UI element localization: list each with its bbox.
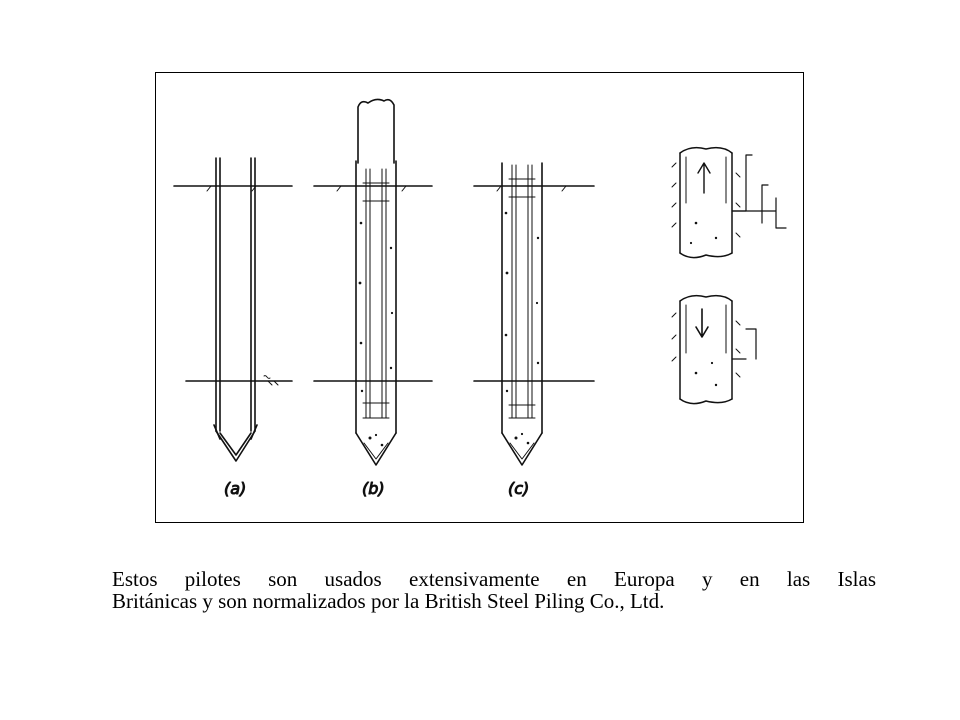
pile-c	[501, 162, 543, 466]
ground-hatching	[206, 185, 567, 386]
caption-line-2: Británicas y son normalizados por la Bri…	[112, 589, 665, 613]
detail-lower	[671, 294, 757, 405]
label-b: (b)	[362, 479, 385, 498]
caption-line-1: Estos pilotes son usados extensivamente …	[112, 567, 876, 591]
pile-c-rebar	[508, 164, 536, 419]
pile-b	[355, 98, 397, 466]
detail-upper	[671, 146, 787, 259]
pile-b-rebar	[362, 168, 390, 419]
piles-diagram: (a) (b) (c)	[173, 98, 787, 499]
pile-c-aggregate	[504, 211, 540, 445]
pile-b-aggregate	[358, 221, 394, 447]
pile-a	[213, 157, 258, 462]
label-a: (a)	[224, 479, 246, 498]
caption: Estos pilotes son usados extensivamente …	[112, 568, 876, 612]
figure-frame: (a) (b) (c)	[155, 72, 804, 523]
label-c: (c)	[508, 479, 529, 498]
